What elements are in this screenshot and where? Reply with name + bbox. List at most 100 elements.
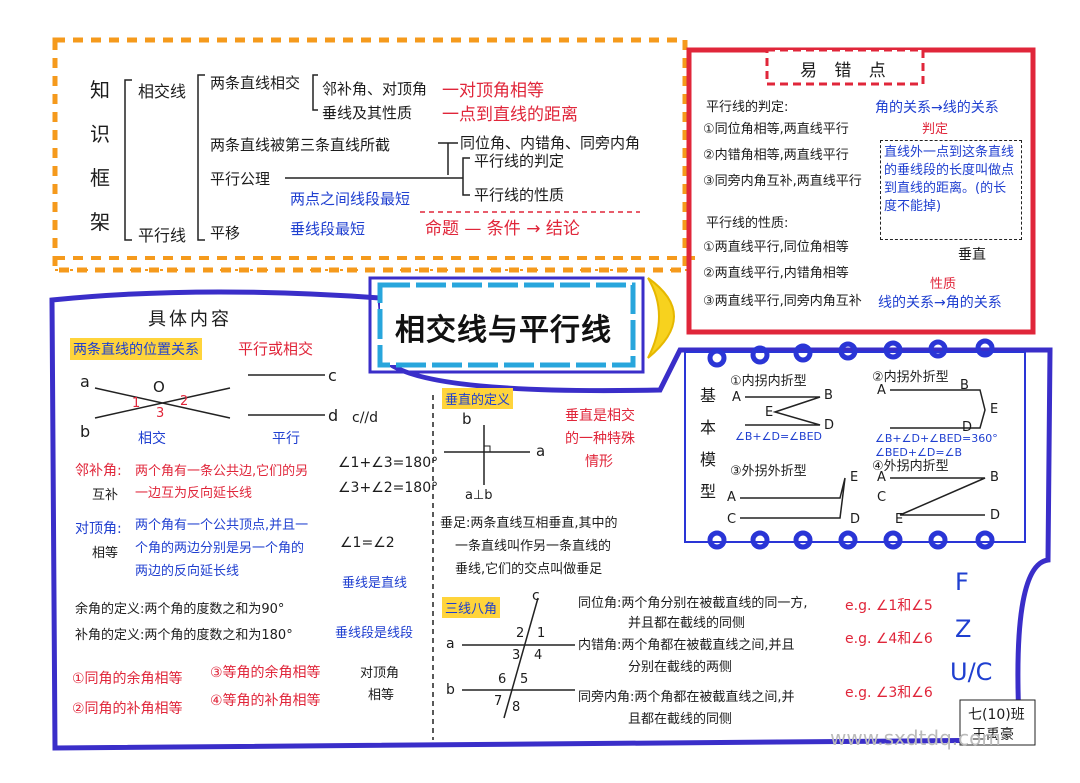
models-char: 本 [700, 418, 717, 437]
formula-2: ∠B+∠D+∠BED=360° [875, 432, 998, 445]
tl-angle: 8 [512, 700, 521, 715]
kf-shortest: 两点之间线段最短 [290, 190, 411, 208]
models-char: 型 [700, 482, 717, 501]
model-pt: A [727, 490, 736, 505]
models-char: 模 [700, 450, 717, 469]
knowledge-heading: 知 识 框 架 [90, 68, 110, 244]
formula-1: ∠B+∠D=∠BED [735, 430, 823, 443]
kf-adj-vert-note: 一对顶角相等 [442, 81, 544, 101]
kf-parallel-axiom: 平行公理 [210, 170, 271, 188]
kf-pingxing: 平行线 [138, 226, 187, 245]
errors-judge-item: ③同旁内角互补,两直线平行 [703, 174, 862, 189]
kf-xiangjiao: 相交线 [138, 82, 187, 101]
model-pt: D [962, 420, 973, 435]
vert-text: 个角的两边分别是另一个角的 [135, 541, 305, 556]
models-char: 基 [700, 386, 717, 405]
errors-prop-item: ②两直线平行,内错角相等 [703, 266, 849, 281]
tl-angle: 6 [498, 672, 507, 687]
vert-equal: 相等 [368, 688, 395, 703]
adj-text: 一边互为反向延长线 [135, 486, 253, 501]
models-heading: 基 本 模 型 [700, 380, 716, 508]
errors-note [880, 140, 1022, 240]
rule-1: ①同角的余角相等 [72, 671, 183, 687]
angle-2: 2 [180, 394, 189, 409]
perp-label-b: b [462, 410, 472, 428]
pang-text: 同旁内角:两个角都在被截直线之间,并 [578, 690, 795, 705]
tl-angle: 7 [494, 694, 503, 709]
errors-judge-item: ②内错角相等,两直线平行 [703, 148, 849, 163]
model-pt: A [877, 470, 886, 485]
tl-angle: 5 [520, 672, 529, 687]
letter-uc: U/C [950, 658, 993, 686]
tl-angle: 1 [537, 626, 546, 641]
tong-text: 同位角:两个角分别在被截直线的同一方, [578, 596, 808, 611]
swirl-decorations [707, 338, 995, 550]
position-label: 两条直线的位置关系 [70, 338, 202, 360]
perp-special: 垂直是相交 [565, 408, 635, 424]
tl-angle: 2 [516, 626, 525, 641]
model-pt: A [877, 383, 886, 398]
letter-f: F [955, 568, 969, 596]
kf-two-lines: 两条直线相交 [210, 74, 301, 92]
eq-1: ∠1+∠3=180° [338, 455, 439, 471]
perp-label-a: a [536, 442, 546, 460]
pang-eg: e.g. ∠3和∠6 [845, 685, 933, 701]
label-c: c [328, 366, 337, 385]
model-pt: B [960, 378, 969, 393]
label-d: d [328, 406, 339, 425]
three-lines-heading: 三线八角 [442, 597, 501, 618]
comp-def: 余角的定义:两个角的度数之和为90° [75, 602, 285, 617]
tong-text: 并且都在截线的同侧 [628, 616, 746, 631]
page-title: 相交线与平行线 [395, 313, 612, 348]
perp-is-line: 垂线是直线 [342, 576, 408, 591]
model-3: ③外拐外折型 [730, 464, 807, 479]
perp-special: 情形 [585, 454, 613, 470]
rule-4: ④等角的补角相等 [210, 693, 321, 709]
kf-perp-shortest: 垂线段最短 [290, 220, 366, 238]
errors-heading: 易 错 点 [800, 61, 892, 81]
perp-heading: 垂直的定义 [442, 388, 514, 409]
content-heading: 具体内容 [148, 309, 232, 330]
tong-eg: e.g. ∠1和∠5 [845, 598, 933, 614]
errors-note-text: 直线外一点到这条直线的垂线段的长度叫做点到直线的距离。(的长度不能掉) [884, 145, 1015, 214]
knowledge-char: 框 [90, 166, 110, 190]
model-pt: D [990, 508, 1001, 523]
model-pt: D [824, 418, 835, 433]
parallel-label: 平行 [272, 431, 300, 447]
vert-title: 对顶角: [75, 521, 122, 537]
errors-prop-item: ①两直线平行,同位角相等 [703, 240, 849, 255]
model-pt: C [877, 490, 887, 505]
pang-text: 且都在截线的同侧 [628, 712, 733, 727]
angle-1: 1 [132, 396, 141, 411]
model-pt: E [765, 405, 774, 420]
a-perp-b: a⊥b [465, 488, 493, 503]
eq-3: ∠1=∠2 [340, 535, 395, 551]
errors-judge-title: 平行线的判定: [706, 100, 789, 115]
knowledge-char: 识 [90, 122, 110, 146]
errors-arrow1: 角的关系→线的关系 [875, 100, 999, 116]
errors-arrow2: 线的关系→角的关系 [878, 295, 1002, 311]
model-pt: C [727, 512, 737, 527]
kf-adj-vert: 邻补角、对顶角 [322, 80, 428, 98]
tl-label-b: b [446, 682, 455, 698]
watermark: www.sxdtdq.com [830, 726, 1001, 750]
rule-3: ③等角的余角相等 [210, 665, 321, 681]
adj-text: 两个角有一条公共边,它们的另 [135, 464, 309, 479]
model-4: ④外拐内折型 [872, 459, 949, 474]
kf-judge: 平行线的判定 [474, 152, 565, 170]
kf-perp-note: 一点到直线的距离 [442, 105, 578, 125]
nei-text: 内错角:两个角都在被截直线之间,并且 [578, 638, 795, 653]
kf-cut-by-third: 两条直线被第三条直线所截 [210, 136, 391, 154]
adj-sub: 互补 [92, 488, 119, 503]
vert-sub: 相等 [92, 546, 119, 561]
errors-arrow1-tag: 判定 [922, 122, 949, 137]
formula-3: ∠BED+∠D=∠B [875, 446, 963, 459]
tl-label-c: c [532, 588, 540, 604]
errors-prop-title: 平行线的性质: [706, 216, 789, 231]
title-frame [377, 282, 636, 368]
vert-text: 两边的反向延长线 [135, 564, 240, 579]
par-or-int: 平行或相交 [238, 340, 314, 358]
model-pt: B [824, 388, 833, 403]
errors-arrow2-tag: 性质 [930, 277, 957, 292]
perp-seg: 垂线段是线段 [335, 626, 414, 641]
